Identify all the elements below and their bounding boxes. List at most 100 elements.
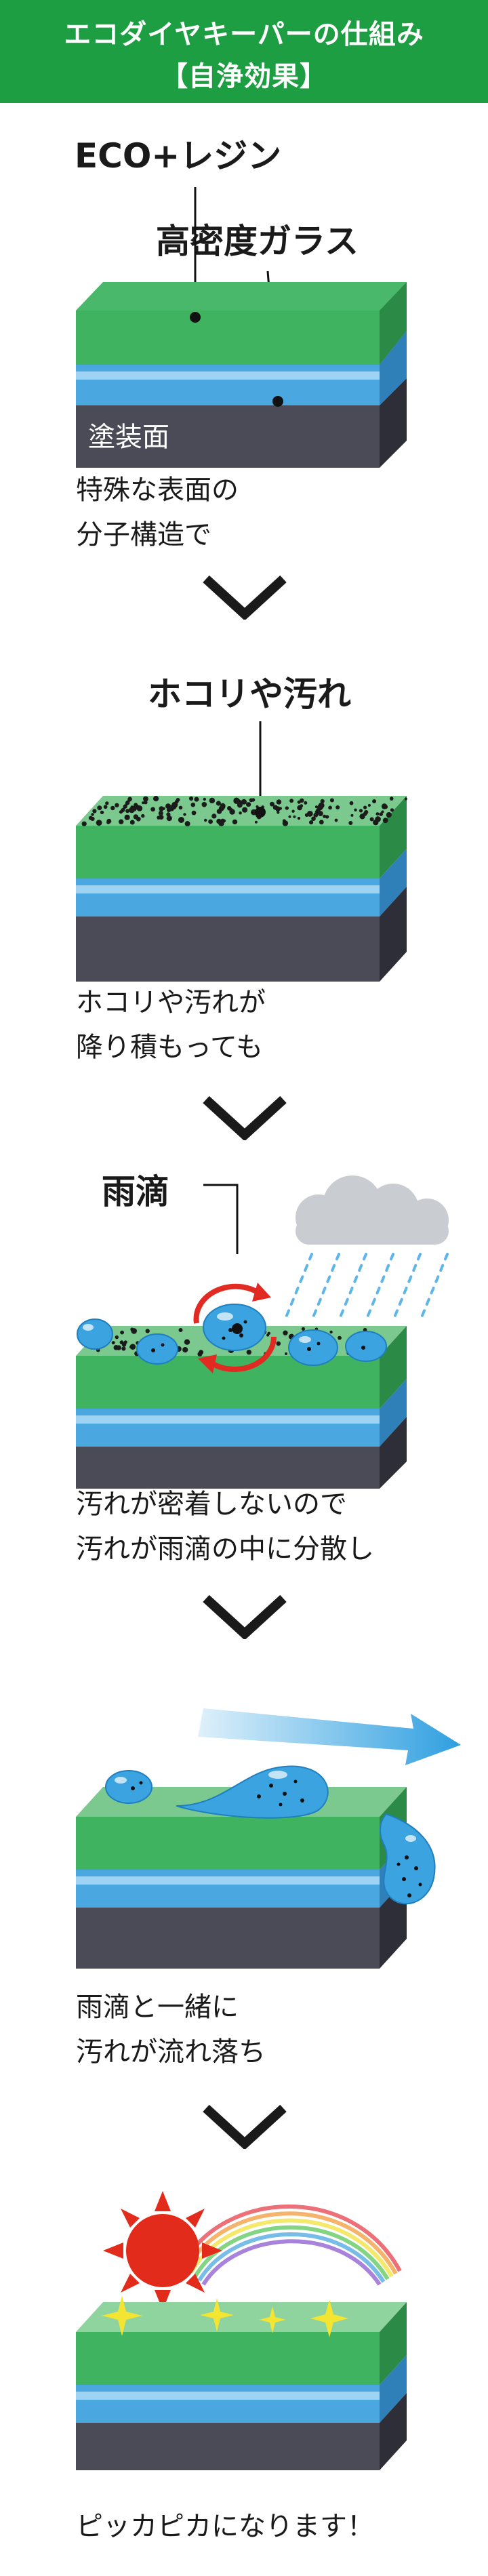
dust-speck bbox=[170, 803, 177, 810]
cloud-icon bbox=[296, 1175, 449, 1245]
dust-speck bbox=[96, 820, 102, 826]
dust-speck bbox=[348, 821, 353, 825]
dust-speck bbox=[124, 814, 130, 820]
dust-speck bbox=[363, 805, 367, 809]
dust-speck bbox=[372, 799, 377, 803]
layer-diagram-1 bbox=[76, 187, 407, 468]
layer-diagram-2 bbox=[76, 721, 408, 982]
dust-speck bbox=[204, 818, 207, 822]
dust-speck bbox=[143, 796, 148, 802]
rainbow-icon bbox=[181, 2205, 402, 2286]
dust-speck bbox=[183, 813, 186, 816]
dust-speck bbox=[218, 805, 224, 811]
dust-speck bbox=[311, 816, 316, 821]
caption-step-1-line-1: 特殊な表面の bbox=[76, 475, 239, 506]
dust-speck bbox=[120, 1330, 125, 1335]
chevron-down-icon bbox=[203, 575, 287, 620]
dust-speck bbox=[297, 800, 301, 804]
resin-layer bbox=[76, 310, 380, 365]
dust-speck bbox=[136, 816, 141, 822]
dust-speck bbox=[92, 809, 97, 813]
dust-speck bbox=[216, 818, 222, 824]
dust-speck bbox=[249, 798, 253, 803]
chevron-down-icon bbox=[203, 1095, 287, 1140]
dust-speck bbox=[323, 814, 327, 818]
dust-speck bbox=[188, 796, 194, 801]
rain-streaks-icon bbox=[283, 1253, 449, 1322]
leader-line-raindrop bbox=[203, 1184, 239, 1254]
dust-speck bbox=[216, 801, 221, 806]
dust-speck bbox=[211, 813, 217, 819]
dust-speck bbox=[201, 802, 207, 807]
dust-speck bbox=[379, 812, 383, 816]
dust-speck bbox=[142, 801, 144, 805]
dust-speck bbox=[386, 813, 390, 818]
leader-dot-dust bbox=[255, 807, 266, 818]
dust-speck bbox=[289, 799, 294, 803]
paint-layer bbox=[76, 405, 380, 468]
dust-speck bbox=[208, 819, 213, 824]
dust-speck bbox=[110, 805, 115, 811]
leader-dot-glass bbox=[272, 396, 283, 407]
dust-speck bbox=[159, 814, 164, 820]
dust-speck bbox=[328, 805, 332, 810]
dust-speck bbox=[309, 820, 314, 825]
layer-diagram-5 bbox=[76, 2191, 407, 2470]
dust-speck bbox=[272, 805, 278, 810]
label-paint-surface: 塗装面 bbox=[88, 422, 169, 453]
dust-speck bbox=[367, 803, 371, 807]
header-title: エコダイヤキーパーの仕組み bbox=[64, 19, 424, 50]
dust-speck bbox=[111, 1341, 115, 1345]
dust-speck bbox=[325, 815, 329, 819]
header-subtitle: 【自浄効果】 bbox=[161, 61, 327, 92]
dust-speck bbox=[375, 812, 380, 816]
dust-speck bbox=[246, 802, 251, 807]
sun-icon bbox=[103, 2191, 222, 2310]
flowing-water-icon bbox=[105, 1765, 436, 1905]
dust-speck bbox=[404, 797, 408, 801]
caption-step-4-line-2: 汚れが流れ落ち bbox=[76, 2036, 266, 2068]
dust-speck bbox=[115, 1335, 119, 1340]
dust-speck bbox=[125, 809, 130, 813]
dust-speck bbox=[113, 1345, 119, 1350]
layer-diagram-4 bbox=[76, 1708, 461, 1969]
dust-speck bbox=[165, 804, 170, 809]
dust-speck bbox=[239, 811, 242, 815]
dust-speck bbox=[178, 817, 184, 823]
dust-speck bbox=[329, 798, 334, 803]
dust-speck bbox=[97, 805, 102, 811]
dust-speck bbox=[129, 820, 135, 825]
label-high-density-glass: 高密度ガラス bbox=[156, 222, 359, 261]
dust-specks bbox=[81, 796, 408, 827]
dust-speck bbox=[389, 797, 394, 801]
dust-speck bbox=[162, 807, 165, 810]
dust-speck bbox=[106, 820, 110, 824]
dust-speck bbox=[277, 811, 280, 814]
caption-step-5-line-1: ピッカピカになります！ bbox=[76, 2511, 374, 2542]
dust-speck bbox=[359, 809, 363, 813]
dust-speck bbox=[135, 805, 140, 809]
dust-speck bbox=[243, 807, 247, 813]
dust-speck bbox=[194, 797, 199, 802]
dust-speck bbox=[184, 821, 190, 827]
dust-speck bbox=[150, 807, 156, 812]
caption-step-2-line-1: ホコリや汚れが bbox=[76, 987, 266, 1018]
dust-speck bbox=[390, 808, 394, 812]
dust-speck bbox=[349, 801, 354, 805]
dust-speck bbox=[197, 1352, 203, 1356]
dust-speck bbox=[279, 807, 282, 810]
flow-arrow-icon bbox=[198, 1708, 461, 1765]
leader-dot-raindrop bbox=[232, 1323, 243, 1334]
dust-speck bbox=[276, 1341, 281, 1346]
dust-speck bbox=[182, 1347, 188, 1353]
dust-speck bbox=[158, 811, 163, 816]
dust-speck bbox=[103, 805, 108, 809]
dust-speck bbox=[178, 805, 183, 810]
dust-speck bbox=[254, 820, 258, 824]
dust-speck bbox=[119, 1340, 124, 1345]
dust-speck bbox=[285, 1352, 287, 1355]
rotation-arrows-icon bbox=[193, 1283, 277, 1372]
dust-speck bbox=[319, 820, 324, 825]
dust-speck bbox=[237, 802, 243, 808]
dust-speck bbox=[306, 811, 313, 817]
